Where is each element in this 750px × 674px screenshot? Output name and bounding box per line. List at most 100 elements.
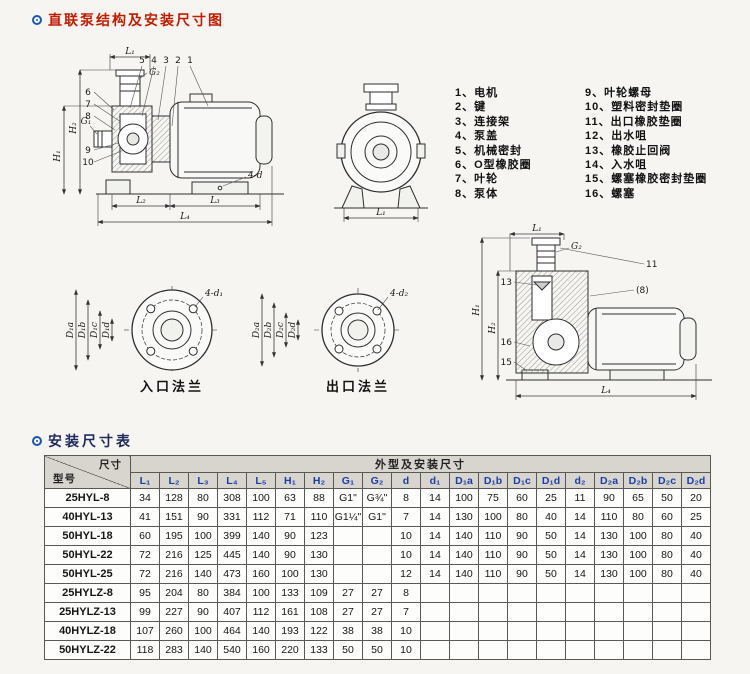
value-cell bbox=[565, 583, 595, 603]
part-item: 13、橡胶止回阀 bbox=[585, 144, 672, 157]
callout-leader-lines bbox=[89, 65, 247, 187]
value-cell: 41 bbox=[130, 507, 160, 527]
dim-d1c-label: D₁c bbox=[90, 322, 100, 339]
value-cell: 140 bbox=[246, 545, 276, 565]
value-cell: 133 bbox=[275, 583, 305, 603]
inlet-flange-caption: 入口法兰 bbox=[139, 379, 204, 394]
value-cell: 8 bbox=[391, 583, 421, 603]
value-cell: 464 bbox=[217, 621, 247, 641]
value-cell: 72 bbox=[130, 545, 160, 565]
column-header: G₁ bbox=[333, 472, 363, 489]
value-cell bbox=[536, 640, 566, 660]
dim-l1-label: L₁ bbox=[124, 47, 135, 57]
value-cell: 38 bbox=[333, 621, 363, 641]
outlet-hole-label: 4-d₂ bbox=[389, 289, 409, 299]
value-cell: 50 bbox=[652, 488, 682, 508]
callout-2: 2 bbox=[175, 56, 181, 66]
value-cell: 140 bbox=[246, 526, 276, 546]
pump-front-view-drawing: L₁ bbox=[334, 83, 428, 222]
value-cell bbox=[449, 640, 479, 660]
outlet-flange-caption: 出口法兰 bbox=[325, 379, 390, 394]
column-header: D₂d bbox=[681, 472, 711, 489]
inlet-flange-drawing: D₁a D₁b D₁c D₁d 4-d₁ bbox=[66, 286, 223, 374]
value-cell: 193 bbox=[275, 621, 305, 641]
value-cell: 195 bbox=[159, 526, 189, 546]
structure-title-text: 直联泵结构及安装尺寸图 bbox=[48, 12, 224, 28]
value-cell: 308 bbox=[217, 488, 247, 508]
value-cell bbox=[420, 602, 450, 622]
value-cell: 100 bbox=[623, 526, 653, 546]
value-cell: 140 bbox=[246, 621, 276, 641]
part-item: 7、叶轮 bbox=[455, 173, 499, 186]
value-cell: 14 bbox=[420, 526, 450, 546]
value-cell: 80 bbox=[623, 507, 653, 527]
column-header: D₁c bbox=[507, 472, 537, 489]
value-cell: 50 bbox=[362, 640, 392, 660]
value-cell: 50 bbox=[536, 564, 566, 584]
part-item: 12、出水咀 bbox=[585, 130, 648, 143]
z-dimension-lines bbox=[480, 232, 697, 400]
value-cell: 50 bbox=[333, 640, 363, 660]
value-cell bbox=[362, 545, 392, 565]
callout-9: 9 bbox=[85, 146, 91, 156]
value-cell: 216 bbox=[159, 564, 189, 584]
value-cell bbox=[420, 621, 450, 641]
value-cell bbox=[507, 602, 537, 622]
value-cell: 107 bbox=[130, 621, 160, 641]
corner-label-size: 尺寸 bbox=[99, 459, 122, 471]
part-item: 1、电机 bbox=[455, 87, 499, 99]
value-cell bbox=[623, 640, 653, 660]
value-cell bbox=[594, 602, 624, 622]
dim-h2-label: H₂ bbox=[488, 322, 498, 335]
value-cell: 130 bbox=[304, 545, 334, 565]
value-cell bbox=[362, 526, 392, 546]
value-cell bbox=[652, 602, 682, 622]
value-cell bbox=[449, 621, 479, 641]
z-pump-section-drawing: L₁ G₂ H₁ H₂ L₄ 13 16 15 11 (8) bbox=[472, 224, 712, 400]
part-item: 3、连接架 bbox=[455, 115, 511, 128]
callout-5: 5 bbox=[139, 56, 145, 66]
value-cell: 14 bbox=[420, 488, 450, 508]
value-cell: 50 bbox=[536, 545, 566, 565]
value-cell: 100 bbox=[478, 507, 508, 527]
value-cell: G¾" bbox=[362, 488, 392, 508]
part-item: 2、键 bbox=[455, 101, 487, 114]
value-cell: 80 bbox=[188, 488, 218, 508]
callout-15: 15 bbox=[501, 358, 512, 368]
column-header: D₁a bbox=[449, 472, 479, 489]
value-cell: 40 bbox=[681, 545, 711, 565]
value-cell: 14 bbox=[420, 507, 450, 527]
callout-8: 8 bbox=[85, 112, 91, 122]
value-cell: G1" bbox=[362, 507, 392, 527]
value-cell: 331 bbox=[217, 507, 247, 527]
column-header: L₂ bbox=[159, 472, 189, 489]
value-cell bbox=[362, 564, 392, 584]
section-bullet-icon bbox=[32, 436, 42, 446]
column-header: G₂ bbox=[362, 472, 392, 489]
value-cell: 160 bbox=[246, 564, 276, 584]
value-cell: 445 bbox=[217, 545, 247, 565]
model-cell: 25HYLZ-8 bbox=[44, 583, 131, 603]
value-cell: 130 bbox=[594, 545, 624, 565]
value-cell: 151 bbox=[159, 507, 189, 527]
value-cell: 20 bbox=[681, 488, 711, 508]
dimension-table-title-text: 安装尺寸表 bbox=[48, 433, 133, 449]
value-cell: 140 bbox=[188, 640, 218, 660]
value-cell: 109 bbox=[304, 583, 334, 603]
value-cell: 60 bbox=[130, 526, 160, 546]
model-cell: 50HYLZ-22 bbox=[44, 640, 131, 660]
value-cell: 95 bbox=[130, 583, 160, 603]
dim-l4-label: L₄ bbox=[600, 386, 611, 396]
value-cell: 27 bbox=[362, 602, 392, 622]
callout-11: 11 bbox=[646, 260, 657, 270]
value-cell: 204 bbox=[159, 583, 189, 603]
column-header: D₂b bbox=[623, 472, 653, 489]
value-cell bbox=[594, 621, 624, 641]
value-cell: 140 bbox=[449, 526, 479, 546]
